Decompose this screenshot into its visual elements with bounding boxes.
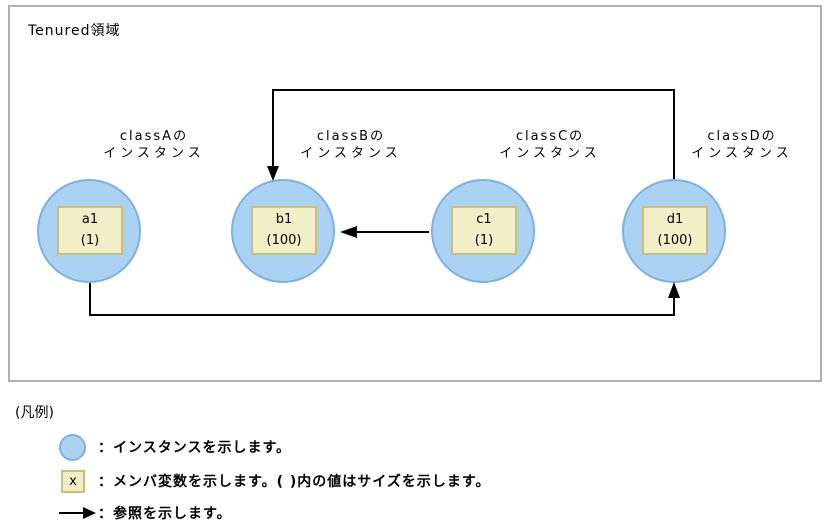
class-b-label-line2: インスタンス <box>300 146 402 161</box>
member-variable-name-a1: a1 <box>81 212 99 227</box>
legend-member-swatch-slot: x <box>58 469 98 493</box>
legend-item-reference: ：参照を示します。 <box>58 499 232 527</box>
class-b-label-line1: classBの <box>316 129 386 144</box>
reference-arrow-icon <box>59 507 96 519</box>
class-a-label: classAの インスタンス <box>89 128 219 162</box>
instance-circle-a1: a1 (1) <box>37 179 141 283</box>
member-variable-name-b1: b1 <box>275 212 293 227</box>
instance-circle-c1: c1 (1) <box>431 179 535 283</box>
member-variable-size-d1: (100) <box>657 233 693 248</box>
legend-item-member-variable: x ：メンバ変数を示します。( )内の値はサイズを示します。 <box>58 467 490 495</box>
member-variable-size-c1: (1) <box>474 233 494 248</box>
member-variable-box-icon: x <box>61 469 85 493</box>
member-variable-size-a1: (1) <box>80 233 100 248</box>
legend-member-text: ：メンバ変数を示します。( )内の値はサイズを示します。 <box>98 474 491 490</box>
legend-item-instance: ：インスタンスを示します。 <box>58 433 291 461</box>
member-variable-box-c1: c1 (1) <box>451 206 517 255</box>
class-a-label-line1: classAの <box>119 129 189 144</box>
legend-instance-text: ：インスタンスを示します。 <box>98 440 292 456</box>
legend-instance-swatch-slot <box>58 433 98 461</box>
class-a-label-line2: インスタンス <box>103 146 205 161</box>
member-variable-name-d1: d1 <box>666 212 684 227</box>
instance-circle-icon <box>59 433 86 461</box>
class-d-label-line2: インスタンス <box>691 146 793 161</box>
legend-title: (凡例) <box>15 405 54 421</box>
member-variable-box-b1: b1 (100) <box>251 206 317 255</box>
class-d-label: classDの インスタンス <box>677 128 807 162</box>
legend-reference-swatch-slot <box>58 506 98 520</box>
class-c-label-line1: classCの <box>515 129 585 144</box>
tenured-area-title: Tenured領域 <box>28 23 121 39</box>
member-variable-size-b1: (100) <box>266 233 302 248</box>
member-variable-name-c1: c1 <box>476 212 492 227</box>
instance-circle-d1: d1 (100) <box>622 179 726 283</box>
legend-reference-text: ：参照を示します。 <box>98 506 232 522</box>
class-c-label: classCの インスタンス <box>485 128 615 162</box>
instance-circle-b1: b1 (100) <box>231 179 335 283</box>
class-d-label-line1: classDの <box>707 129 777 144</box>
member-variable-box-d1: d1 (100) <box>642 206 708 255</box>
class-c-label-line2: インスタンス <box>499 146 601 161</box>
member-variable-box-a1: a1 (1) <box>57 206 123 255</box>
class-b-label: classBの インスタンス <box>286 128 416 162</box>
